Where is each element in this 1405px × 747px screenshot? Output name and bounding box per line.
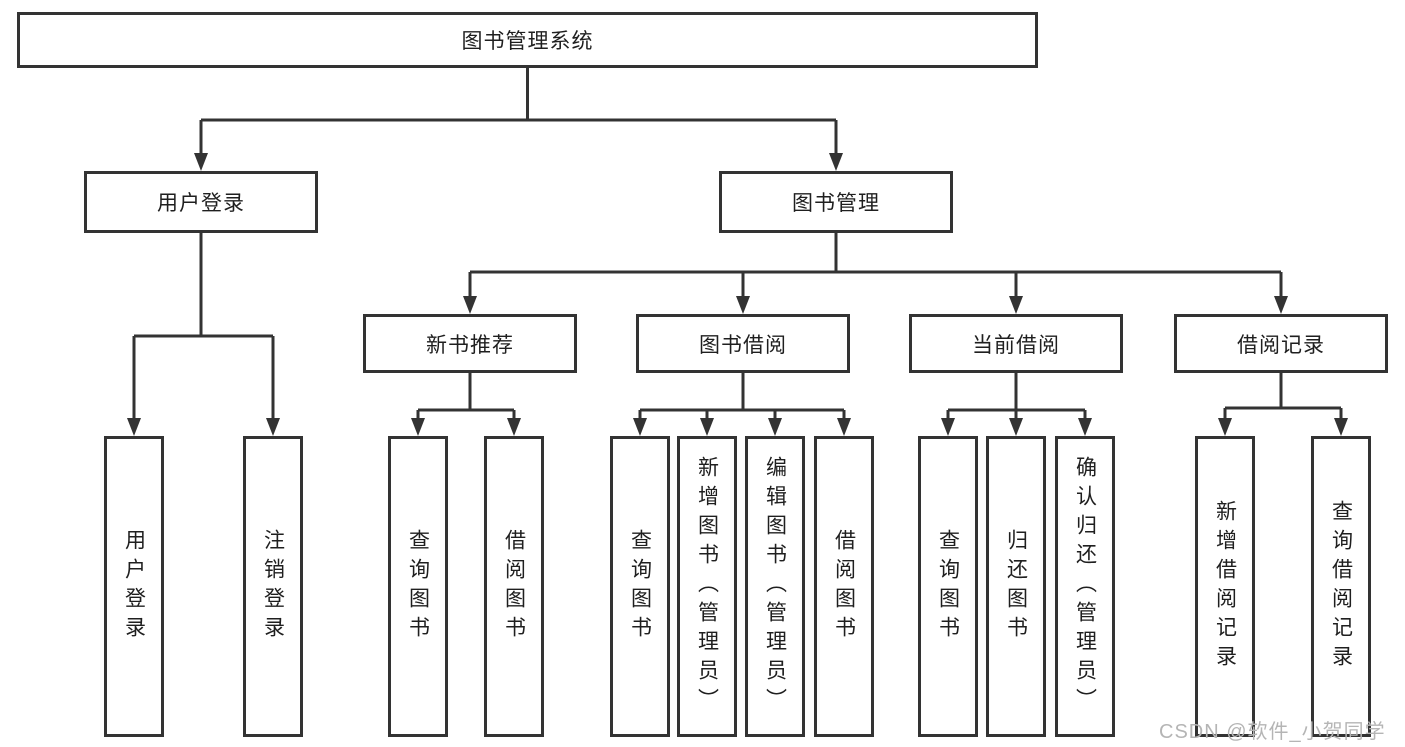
arrowhead	[127, 418, 141, 436]
node-user-login-branch: 用户登录	[84, 171, 318, 233]
node-label: 查询图书	[406, 528, 430, 645]
node-label: 注销登录	[261, 528, 285, 645]
arrowhead	[507, 418, 521, 436]
node-label: 新增借阅记录	[1213, 499, 1237, 674]
node-book-management: 图书管理	[719, 171, 953, 233]
node-confirm-return-admin: 确认归还（管理员）	[1055, 436, 1115, 737]
node-label: 借阅图书	[502, 528, 526, 645]
node-label: 查询图书	[628, 528, 652, 645]
arrowhead	[700, 418, 714, 436]
node-logout: 注销登录	[243, 436, 303, 737]
arrowhead	[1274, 296, 1288, 314]
arrowhead	[736, 296, 750, 314]
arrowhead	[1218, 418, 1232, 436]
node-label: 新书推荐	[426, 333, 514, 357]
node-label: 借阅记录	[1237, 333, 1325, 357]
node-return-books: 归还图书	[986, 436, 1046, 737]
arrowhead	[768, 418, 782, 436]
node-borrow-books-recommend: 借阅图书	[484, 436, 544, 737]
node-label: 图书管理系统	[461, 30, 594, 53]
node-query-books-recommend: 查询图书	[388, 436, 448, 737]
node-label: 查询图书	[936, 528, 960, 645]
node-label: 图书管理	[792, 192, 880, 215]
arrowhead	[194, 153, 208, 171]
node-book-borrowing: 图书借阅	[636, 314, 850, 373]
arrowhead	[829, 153, 843, 171]
node-borrow-books: 借阅图书	[814, 436, 874, 737]
arrowhead	[463, 296, 477, 314]
node-query-borrow-record: 查询借阅记录	[1311, 436, 1371, 737]
arrowhead	[411, 418, 425, 436]
connector-book-management	[468, 233, 1283, 301]
arrowhead	[1009, 296, 1023, 314]
node-edit-books-admin: 编辑图书（管理员）	[745, 436, 805, 737]
node-user-login: 用户登录	[104, 436, 164, 737]
node-label: 新增图书（管理员）	[695, 456, 719, 717]
node-label: 当前借阅	[972, 333, 1060, 357]
arrowhead	[1078, 418, 1092, 436]
node-label: 编辑图书（管理员）	[763, 456, 787, 717]
node-borrowing-records: 借阅记录	[1174, 314, 1388, 373]
node-label: 查询借阅记录	[1329, 499, 1353, 674]
node-label: 图书借阅	[699, 333, 787, 357]
node-query-books-current: 查询图书	[918, 436, 978, 737]
arrowhead	[1334, 418, 1348, 436]
node-label: 用户登录	[157, 192, 245, 215]
node-library-management-system: 图书管理系统	[17, 12, 1038, 68]
connector-root-to-branches	[199, 68, 838, 158]
arrowhead	[633, 418, 647, 436]
connector-borrowing-records	[1223, 373, 1343, 423]
connector-new-book-recommendation	[416, 373, 516, 423]
node-label: 确认归还（管理员）	[1073, 456, 1097, 717]
node-label: 借阅图书	[832, 528, 856, 645]
arrowhead	[266, 418, 280, 436]
node-label: 归还图书	[1004, 528, 1028, 645]
node-add-borrow-record: 新增借阅记录	[1195, 436, 1255, 737]
node-add-books-admin: 新增图书（管理员）	[677, 436, 737, 737]
arrowhead	[837, 418, 851, 436]
node-label: 用户登录	[122, 528, 146, 645]
connector-user-login-branch	[132, 233, 275, 423]
node-new-book-recommendation: 新书推荐	[363, 314, 577, 373]
node-current-borrowing: 当前借阅	[909, 314, 1123, 373]
connector-current-borrowing	[946, 373, 1087, 423]
arrowhead	[1009, 418, 1023, 436]
node-query-books-borrowing: 查询图书	[610, 436, 670, 737]
watermark: CSDN @软件_小贺同学	[1159, 721, 1386, 743]
connector-book-borrowing	[638, 373, 846, 423]
arrowhead	[941, 418, 955, 436]
